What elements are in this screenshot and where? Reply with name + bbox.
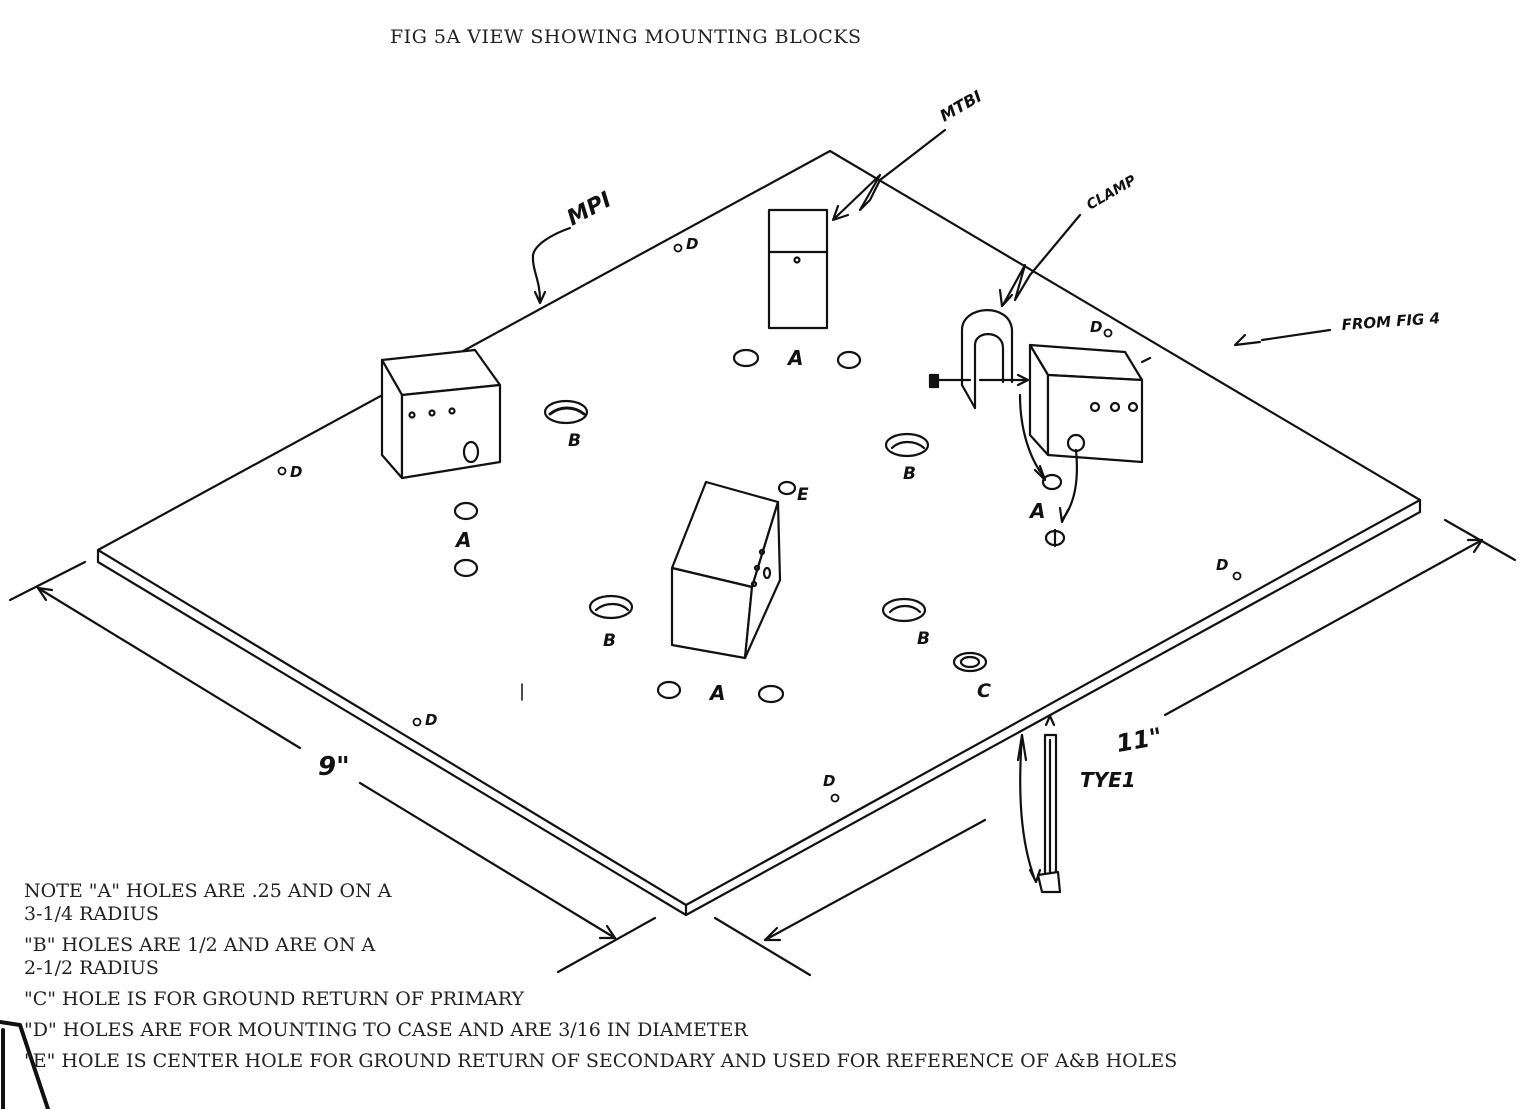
- clamp-leader: [998, 213, 1082, 308]
- notes-block: NOTE "A" HOLES ARE .25 AND ON A 3-1/4 RA…: [24, 880, 1177, 1081]
- hole-label-d-2: D: [290, 463, 302, 481]
- from-fig-leader: [1233, 328, 1332, 347]
- a-holes: [453, 348, 1066, 704]
- clamp: [928, 309, 1030, 410]
- right-mounting-block: [1028, 343, 1152, 464]
- center-mounting-block: [670, 480, 782, 660]
- hole-label-a-top: A: [786, 346, 803, 370]
- hole-label-a-bottom: A: [708, 681, 725, 705]
- hole-label-a-right: A: [1028, 499, 1045, 523]
- note-a-holes: NOTE "A" HOLES ARE .25 AND ON A 3-1/4 RA…: [24, 880, 392, 925]
- dimension-label-9: 9": [318, 752, 350, 782]
- callout-tye1: TYE1: [1080, 768, 1136, 792]
- e-hole: [777, 480, 797, 496]
- figure-title: FIG 5A VIEW SHOWING MOUNTING BLOCKS: [390, 26, 862, 48]
- hole-label-e: E: [797, 485, 809, 505]
- hole-label-d-5: D: [425, 711, 437, 729]
- c-hole: [952, 651, 988, 673]
- hole-label-d-4: D: [1216, 556, 1228, 574]
- hole-label-c: C: [977, 680, 991, 702]
- dimension-9-line: [8, 560, 657, 974]
- mtb1-leader: [831, 128, 947, 222]
- mp1-leader: [531, 226, 572, 305]
- note-e-hole: "E" HOLE IS CENTER HOLE FOR GROUND RETUR…: [24, 1050, 1178, 1072]
- callout-mtb1: MTBI: [937, 86, 985, 125]
- left-mounting-block: [380, 348, 502, 480]
- note-d-holes: "D" HOLES ARE FOR MOUNTING TO CASE AND A…: [24, 1019, 748, 1041]
- b-holes: [543, 399, 930, 623]
- mtb1-block: [767, 208, 829, 330]
- hole-label-b-3: B: [603, 631, 616, 651]
- callout-clamp: CLAMP: [1084, 172, 1140, 213]
- hole-label-b-2: B: [903, 464, 916, 484]
- callout-mp1: MPI: [563, 188, 616, 232]
- callout-from-fig: FROM FIG 4: [1341, 309, 1441, 334]
- hole-label-d-6: D: [823, 772, 835, 790]
- hole-label-b-1: B: [568, 431, 581, 451]
- hole-label-b-4: B: [917, 629, 930, 649]
- dimension-11-line: [713, 518, 1517, 977]
- wire-leads: [1018, 393, 1078, 524]
- tye1-rod: [1016, 714, 1062, 894]
- corner-mark: [0, 1020, 50, 1109]
- hole-label-d-1: D: [686, 235, 698, 253]
- note-b-holes: "B" HOLES ARE 1/2 AND ARE ON A 2-1/2 RAD…: [24, 934, 376, 979]
- d-holes: [277, 243, 1242, 803]
- note-c-hole: "C" HOLE IS FOR GROUND RETURN OF PRIMARY: [24, 988, 525, 1010]
- dimension-label-11: 11": [1114, 722, 1164, 758]
- hole-label-d-3: D: [1090, 318, 1102, 336]
- hole-label-a-left: A: [454, 528, 471, 552]
